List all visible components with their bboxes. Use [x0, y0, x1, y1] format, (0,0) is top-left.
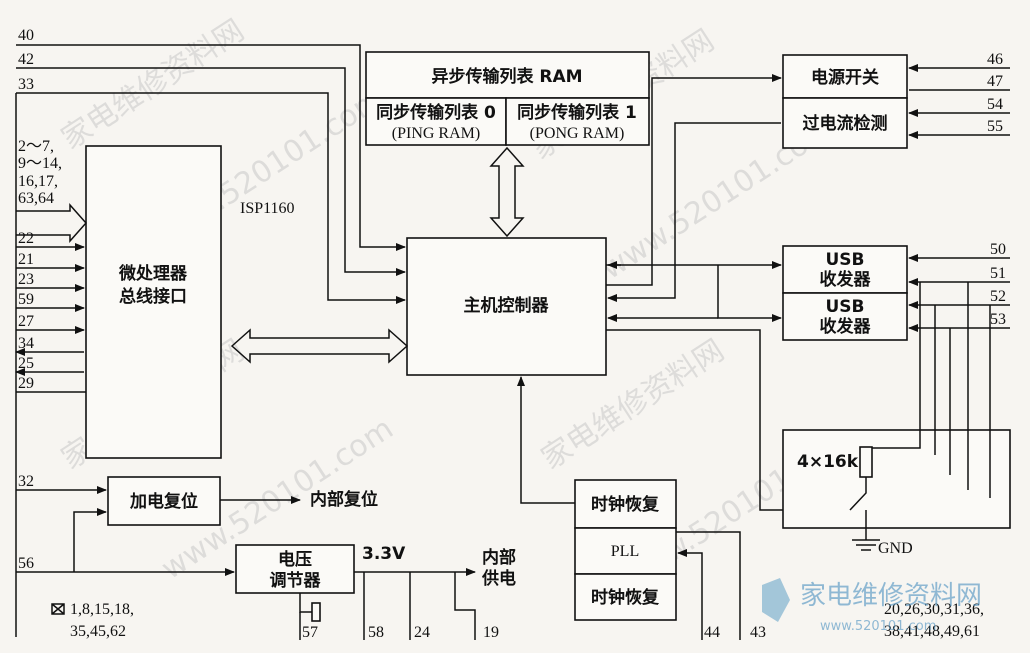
pin-22: 22: [18, 230, 34, 247]
logo-url: www.520101.com: [820, 619, 936, 634]
ping-ram-sublabel: (PING RAM): [392, 125, 480, 142]
power-switch-label: 电源开关: [811, 67, 879, 88]
connection-lines: GND: [15, 44, 1010, 640]
clock-recovery-bottom-block: [574, 573, 677, 621]
data-pins-4: 63,64: [18, 190, 54, 207]
pin-34: 34: [18, 335, 34, 352]
async-ram-block: [365, 51, 650, 99]
resistor-icon: [859, 446, 873, 478]
usb-transceiver-1-block: [782, 245, 908, 294]
pin-57: 57: [302, 624, 318, 641]
nc-pins-2: 38,41,48,49,61: [884, 623, 980, 640]
usb-transceiver-1-label-2: 收发器: [820, 269, 872, 290]
power-on-reset-block: [107, 476, 221, 526]
pin-54: 54: [987, 96, 1003, 113]
microprocessor-bus-interface-block: [85, 145, 222, 459]
data-pins-1: 2～7,: [18, 138, 54, 155]
ping-ram-label: 同步传输列表 0: [376, 102, 496, 123]
data-pins-2: 9～14,: [18, 155, 62, 172]
pin-25: 25: [18, 355, 34, 372]
usb-transceiver-1-label-1: USB: [825, 250, 864, 270]
usb-transceiver-2-block: [782, 292, 908, 341]
watermark-text: 家电维修资料网: [55, 13, 250, 157]
overcurrent-detect-block: [782, 97, 908, 149]
gnd-label: GND: [878, 540, 913, 557]
clock-recovery-bottom-label: 时钟恢复: [591, 587, 660, 608]
vdd-3v3-label: 3.3V: [362, 544, 406, 564]
pin-32: 32: [18, 473, 34, 490]
site-logo: 家电维修资料网 www.520101.com: [762, 578, 982, 634]
power-on-reset-label: 加电复位: [129, 491, 198, 512]
data-pins-3: 16,17,: [18, 173, 58, 190]
pin-21: 21: [18, 251, 34, 268]
pin-51: 51: [990, 265, 1006, 282]
pin-50: 50: [990, 241, 1006, 258]
ping-ram-block: [365, 97, 507, 146]
pin-19: 19: [483, 624, 499, 641]
pin-24: 24: [414, 624, 430, 641]
clock-recovery-top-label: 时钟恢复: [591, 494, 660, 515]
pin-59: 59: [18, 291, 34, 308]
pin-40: 40: [18, 27, 34, 44]
overcurrent-detect-label: 过电流检测: [803, 113, 888, 134]
pin-55: 55: [987, 118, 1003, 135]
pong-ram-sublabel: (PONG RAM): [530, 125, 625, 142]
pin-47: 47: [987, 73, 1003, 90]
pin-labels: 40 42 33 2～7, 9～14, 16,17, 63,64 22 21 2…: [18, 27, 1006, 641]
async-ram-label: 异步传输列表 RAM: [431, 66, 582, 87]
pin-56: 56: [18, 555, 34, 572]
nc-pins-1: 20,26,30,31,36,: [884, 601, 984, 618]
internal-power-label-2: 供电: [481, 568, 516, 589]
usb-transceiver-2-label-2: 收发器: [820, 316, 872, 337]
pong-ram-block: [505, 97, 650, 146]
pin-53: 53: [990, 311, 1006, 328]
pin-29: 29: [18, 375, 34, 392]
pll-label: PLL: [611, 543, 639, 560]
host-controller-block: [406, 237, 607, 376]
chip-name: ISP1160: [240, 200, 295, 217]
voltage-regulator-block: [235, 544, 355, 594]
microprocessor-bus-label-2: 总线接口: [119, 286, 187, 307]
pin-33: 33: [18, 76, 34, 93]
voltage-regulator-label-1: 电压: [278, 549, 312, 570]
power-switch-block: [782, 54, 908, 99]
logo-text: 家电维修资料网: [800, 581, 982, 611]
pll-block: [574, 527, 677, 575]
pin-58: 58: [368, 624, 384, 641]
logo-icon: [762, 578, 790, 622]
clock-recovery-top-block: [574, 479, 677, 529]
pin-42: 42: [18, 51, 34, 68]
microprocessor-bus-label-1: 微处理器: [118, 263, 188, 284]
voltage-regulator-label-2: 调节器: [270, 570, 322, 591]
pin-46: 46: [987, 51, 1003, 68]
ground-pins-2: 35,45,62: [70, 623, 126, 640]
capacitor-icon: [311, 602, 321, 622]
usb-transceiver-2-label-1: USB: [825, 297, 864, 317]
pin-43: 43: [750, 624, 766, 641]
pin-23: 23: [18, 271, 34, 288]
ground-pins-1: 1,8,15,18,: [70, 601, 134, 618]
pin-52: 52: [990, 288, 1006, 305]
pin-27: 27: [18, 313, 34, 330]
pin-44: 44: [704, 624, 720, 641]
host-controller-label: 主机控制器: [464, 295, 550, 316]
internal-power-label-1: 内部: [482, 547, 516, 568]
resistor-label: 4×16k: [797, 452, 859, 472]
pong-ram-label: 同步传输列表 1: [517, 102, 637, 123]
pulldown-resistor-block: [782, 429, 1011, 529]
internal-reset-label: 内部复位: [310, 489, 378, 510]
